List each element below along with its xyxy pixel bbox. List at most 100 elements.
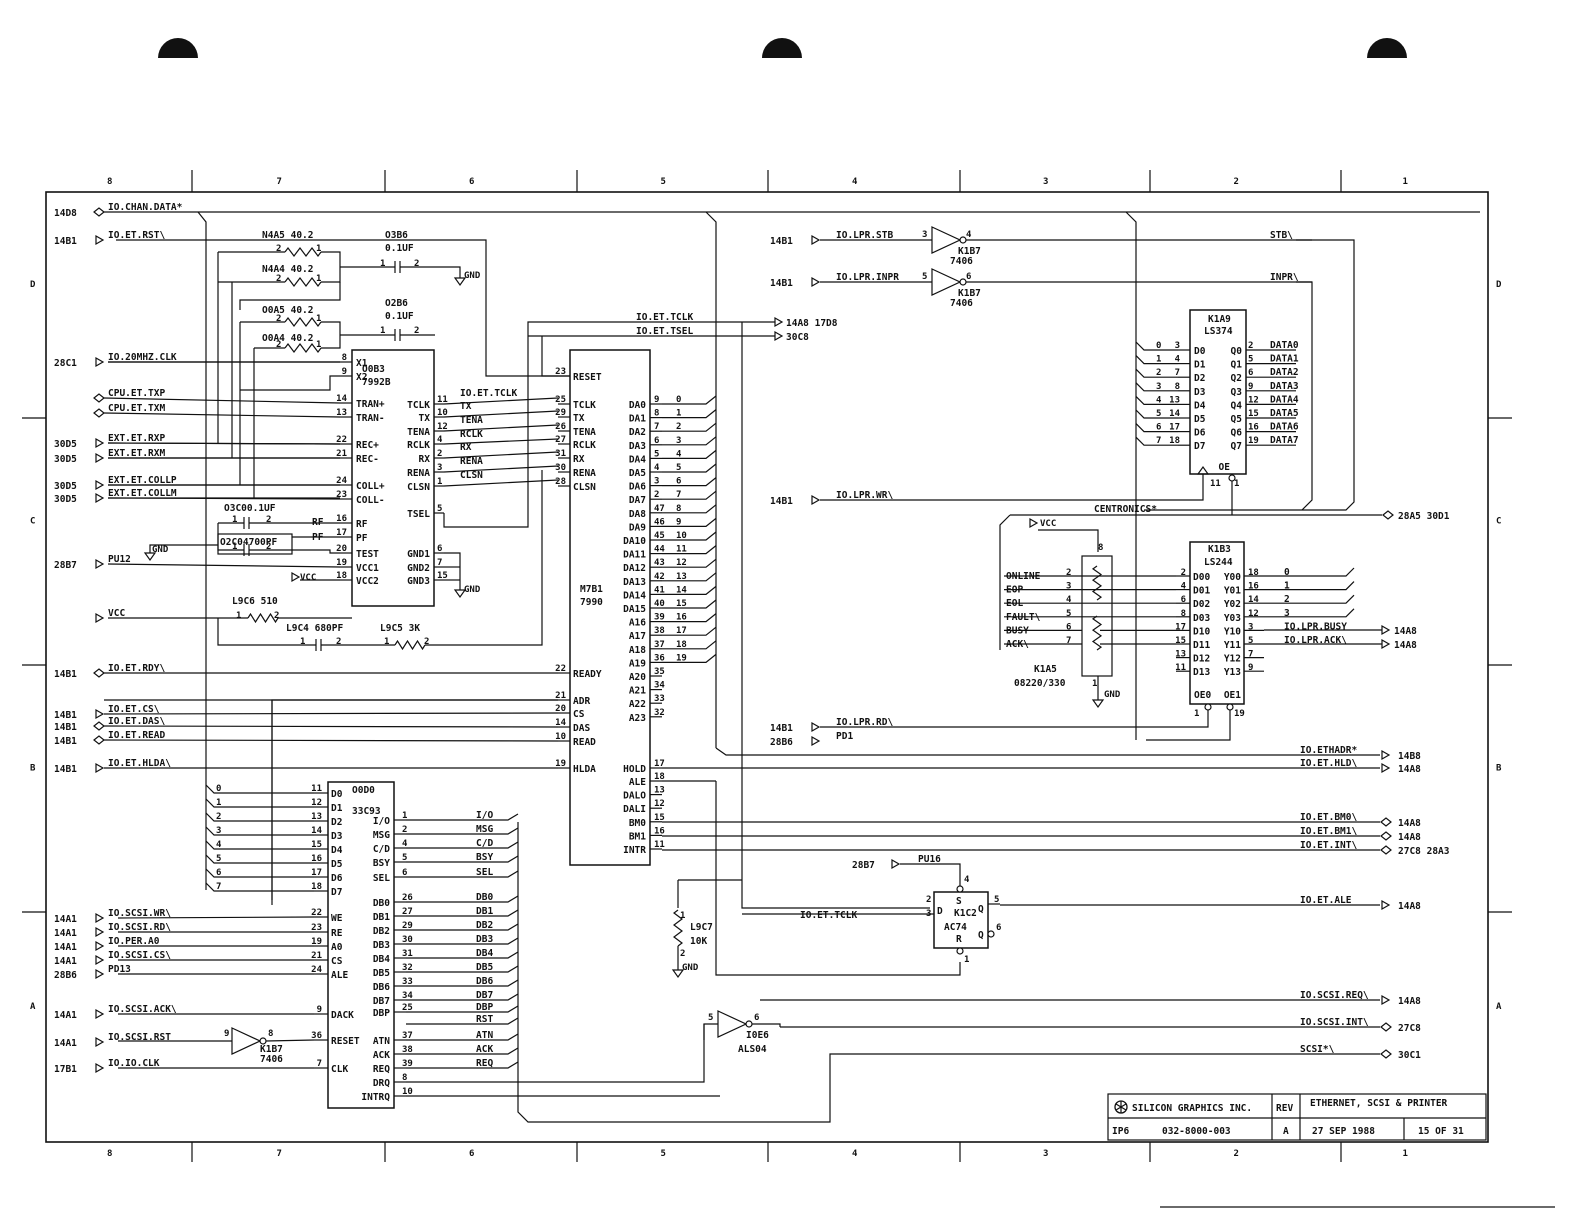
- wire: [103, 412, 341, 418]
- pin-name: RCLK: [407, 440, 430, 451]
- pin-number: 15: [654, 813, 665, 823]
- pin-name: D6: [1194, 428, 1206, 439]
- pin-number: 9: [342, 367, 347, 377]
- bus-entry: [662, 436, 717, 446]
- pin-number: 10: [555, 732, 566, 742]
- port-dest: 14A8: [1398, 764, 1421, 775]
- port-ref: 14B1: [770, 278, 793, 289]
- ground-label: GND: [152, 545, 169, 555]
- pin-name: A0: [331, 942, 343, 953]
- pin-name: DA10: [623, 536, 646, 547]
- bus-index: 1: [216, 798, 221, 808]
- sheet-number: 15 OF 31: [1418, 1126, 1464, 1137]
- bus-entry: [1135, 395, 1178, 405]
- pin-name: INTR: [623, 845, 646, 856]
- bus-index: 4: [1156, 395, 1162, 405]
- pin-name: D3: [1194, 387, 1206, 398]
- pin-name: Y10: [1224, 626, 1241, 637]
- pin-number: 13: [1169, 395, 1180, 405]
- bus-entry: [1264, 608, 1355, 618]
- zone-column-label: 7: [277, 177, 282, 187]
- pin-number: 6: [402, 868, 407, 878]
- pin-number: 3: [1248, 622, 1253, 632]
- input-port-icon: [95, 762, 105, 774]
- pin-number: 16: [336, 514, 347, 524]
- port-signal: IO.LPR.RD\: [836, 717, 893, 728]
- net-label: 0: [1284, 567, 1290, 578]
- port-dest: 28A5 30D1: [1398, 511, 1450, 522]
- bus-entry: [662, 653, 717, 664]
- pin-name: R: [956, 934, 962, 945]
- pin-number: 20: [336, 544, 347, 554]
- pin-number: 9: [1248, 663, 1253, 673]
- port-dest: 14A8 17D8: [786, 318, 838, 329]
- ground-symbol: [671, 969, 685, 979]
- pin-number: 20: [555, 704, 566, 714]
- pin-number: 11: [654, 840, 665, 850]
- resistor-icon: [284, 343, 322, 353]
- zone-column-label: 2: [1234, 1149, 1239, 1159]
- pin-name: D03: [1193, 613, 1210, 624]
- resistor-ref: L9C7: [690, 922, 713, 933]
- pin-number: 3: [922, 230, 927, 240]
- scsi-net-label: DB0: [476, 892, 493, 903]
- port-dest: 14A8: [1398, 996, 1421, 1007]
- ic-ref: K1A9: [1208, 314, 1231, 325]
- resistor-icon: [1091, 565, 1103, 601]
- input-port-icon: [95, 926, 105, 938]
- input-port-icon: [95, 612, 105, 624]
- pin-number: 5: [402, 853, 407, 863]
- ic-part: 7992B: [362, 377, 391, 388]
- link-net-label: TENA: [460, 415, 483, 426]
- pin-number: 2: [926, 895, 931, 905]
- pin-number: 5: [994, 895, 999, 905]
- pin-number: 17: [1175, 622, 1186, 632]
- zone-column-label: 2: [1234, 177, 1239, 187]
- gate-part: 7406: [260, 1054, 283, 1065]
- wire: [444, 552, 461, 590]
- pin-number: 7: [437, 558, 442, 568]
- pin-number: 23: [336, 490, 347, 500]
- bus-entry: [406, 895, 519, 903]
- input-port-icon: [95, 912, 105, 924]
- pin-name: WE: [331, 913, 343, 924]
- bus-entry: [662, 545, 717, 555]
- port-signal: IO.LPR.WR\: [836, 490, 893, 501]
- zone-column-label: 6: [469, 177, 474, 187]
- pin-number: 2: [266, 515, 271, 525]
- printer-status-net: BUSY: [1006, 625, 1029, 636]
- gate-ref: I0E6: [746, 1030, 769, 1041]
- pin-name: RESET: [331, 1036, 360, 1047]
- project-name: IP6: [1112, 1126, 1129, 1137]
- pin-number: 6: [1181, 595, 1186, 605]
- bus-entry: [205, 798, 314, 808]
- pin-name: CLK: [331, 1064, 348, 1075]
- pin-number: 4: [964, 875, 970, 885]
- inverter-icon: [931, 268, 962, 296]
- inverter-bubble: [745, 1020, 753, 1028]
- port-dest: 27C8 28A3: [1398, 846, 1450, 857]
- scsi-net-label: DBP: [476, 1002, 493, 1013]
- pin-number: 6: [754, 1013, 759, 1023]
- bus-entry: [662, 517, 717, 528]
- pin-name: RX: [573, 454, 585, 465]
- zone-column-label: 1: [1403, 177, 1408, 187]
- port-ref: 30D5: [54, 439, 77, 450]
- port-ref: 28B7: [852, 860, 875, 871]
- ic-part: AC74: [944, 922, 967, 933]
- pin-number: 12: [437, 422, 448, 432]
- scsi-net-label: DB6: [476, 976, 493, 987]
- ic-part: LS374: [1204, 326, 1233, 337]
- data-bus-rail: [1125, 211, 1137, 740]
- pin-name: DA5: [629, 468, 646, 479]
- scsi-net-label: DB4: [476, 948, 493, 959]
- pin-name: Q6: [1231, 428, 1243, 439]
- zone-row-label: B: [1496, 764, 1502, 774]
- output-net-label: IO.ET.INT\: [1300, 840, 1357, 851]
- pin-name: DA11: [623, 550, 646, 561]
- pin-name: DALO: [623, 791, 646, 802]
- pin-number: 28: [555, 477, 566, 487]
- net-label: 1: [1284, 581, 1290, 592]
- bus-entry: [1135, 355, 1178, 365]
- bus-entry: [662, 422, 717, 432]
